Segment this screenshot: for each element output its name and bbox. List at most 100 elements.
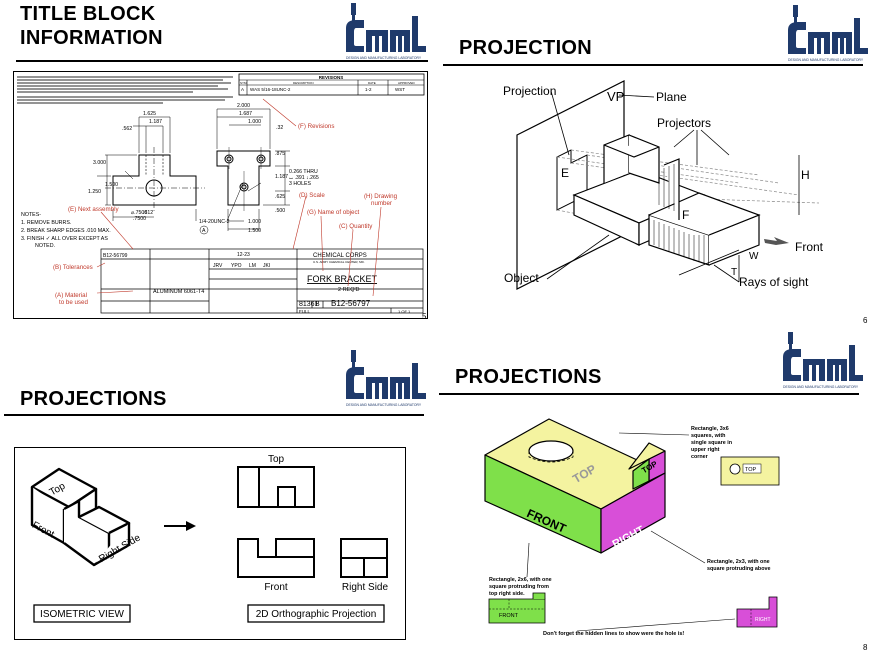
- arrow-right-icon: [186, 521, 196, 531]
- initials: JRV: [213, 263, 223, 269]
- engineering-drawing: REVISIONS SYM DESCRIPTION DATE APPROVED …: [13, 71, 428, 319]
- bore-note: .7500: [133, 216, 146, 222]
- logo-subtitle: DESIGN AND MANUFACTURING LABORATORY: [788, 58, 864, 62]
- dim-label: 1.687: [239, 111, 252, 117]
- slide-title: PROJECTION: [459, 37, 593, 59]
- dim-label: .562: [122, 126, 132, 132]
- dim-label: 1.500: [248, 228, 261, 234]
- small-right-label: RIGHT: [755, 617, 771, 623]
- rev-col-approved: APPROVED: [398, 81, 416, 85]
- title-line-2: INFORMATION: [20, 27, 163, 49]
- note-line: Rectangle, 2x3, with one: [707, 559, 770, 565]
- caption-isometric: ISOMETRIC VIEW: [40, 609, 124, 620]
- dim-label: .32: [276, 125, 283, 131]
- note-line: top right side.: [489, 591, 525, 597]
- slide-title: PROJECTIONS: [20, 388, 167, 410]
- label-vp: VP: [607, 89, 624, 104]
- datum-label: A: [202, 228, 206, 234]
- label-projection: Projection: [503, 84, 556, 98]
- caption-orthographic: 2D Orthographic Projection: [256, 609, 377, 620]
- revisions-table: REVISIONS SYM DESCRIPTION DATE APPROVED …: [238, 73, 425, 96]
- note-line: square protruding above: [707, 566, 771, 572]
- sheet-value: 1 OF 1: [398, 309, 411, 314]
- drawing-number-value: B12-56797: [331, 299, 371, 308]
- note-line: Rectangle, 3x6: [691, 426, 729, 432]
- note-front: Rectangle, 2x6, with one square protrudi…: [489, 577, 552, 597]
- label-e: E: [561, 166, 569, 180]
- hole-note: 3 HOLES: [289, 181, 311, 187]
- note-line: 2. BREAK SHARP EDGES .010 MAX.: [21, 228, 111, 234]
- title-rule: [4, 414, 424, 416]
- label-w: W: [749, 251, 759, 262]
- cmml-logo: DESIGN AND MANUFACTURING LABORATORY: [342, 349, 427, 409]
- date-value: 12-23: [237, 252, 250, 258]
- label-f: F: [682, 208, 689, 222]
- iso-ortho-diagram: Top Front Right Side Top Front Right Sid…: [14, 447, 406, 640]
- rev-col-desc: DESCRIPTION: [293, 81, 314, 85]
- label-h: H: [801, 168, 810, 182]
- note-line: upper right: [691, 447, 720, 453]
- title-line-1: TITLE BLOCK: [20, 3, 156, 25]
- callout-scale: (D) Scale: [299, 192, 325, 199]
- page-number: 6: [863, 316, 868, 325]
- next-assembly-value: B12-56799: [103, 253, 128, 259]
- view-label-front: Front: [264, 582, 288, 593]
- callout-name: (G) Name of object: [307, 209, 360, 216]
- arrow-icon: [764, 237, 789, 245]
- tap-note: 1/4-20UNC-2: [199, 219, 230, 225]
- slide-title: PROJECTIONS: [455, 366, 602, 388]
- note-line: squares, with: [691, 433, 725, 439]
- note-right: Rectangle, 2x3, with one square protrudi…: [707, 559, 771, 572]
- title-rule: [443, 64, 863, 66]
- note-line: NOTES-: [21, 212, 41, 218]
- cmml-logo: DESIGN AND MANUFACTURING LABORATORY: [784, 4, 869, 64]
- page-number: 5: [422, 312, 427, 321]
- label-t: T: [731, 267, 737, 278]
- small-front-label: FRONT: [499, 613, 519, 619]
- callouts: (F) Revisions (E) Next assembly (D) Scal…: [53, 123, 398, 306]
- rev-row-sym: A: [241, 87, 244, 92]
- title-rule: [439, 393, 859, 395]
- callout-revisions: (F) Revisions: [298, 123, 334, 130]
- logo-subtitle: DESIGN AND MANUFACTURING LABORATORY: [346, 403, 422, 407]
- hole-note: ⌴ .391 ↓.265: [289, 175, 319, 181]
- dim-label: .812: [143, 210, 153, 216]
- callout-tolerances: (B) Tolerances: [53, 264, 93, 271]
- notes-block: NOTES- 1. REMOVE BURRS. 2. BREAK SHARP E…: [21, 212, 111, 249]
- colored-isometric-diagram: TOP FRONT RIGHT TOP Rectangle, 3x6 squar…: [484, 418, 780, 637]
- right-view-small: RIGHT: [736, 596, 778, 628]
- title-rule: [16, 60, 428, 62]
- note-line: Rectangle, 2x6, with one: [489, 577, 552, 583]
- quantity-value: 2 REQ'D: [338, 287, 360, 293]
- dim-label: .875: [275, 151, 285, 157]
- label-front: Front: [795, 240, 824, 254]
- size-value: B: [315, 301, 320, 308]
- front-view-small: FRONT: [488, 592, 546, 624]
- projection-diagram: Projection VP Plane Projectors E F H W T…: [503, 80, 824, 290]
- initials: JKI: [263, 263, 270, 269]
- material-value: ALUMINUM 6061-T4: [153, 289, 204, 295]
- hole-note: 0.266 THRU: [289, 169, 318, 175]
- callout-material: (A) Material: [55, 292, 87, 299]
- label-rays-of-sight: Rays of sight: [739, 275, 809, 289]
- label-plane: Plane: [656, 90, 687, 104]
- small-top-label: TOP: [745, 467, 757, 473]
- colored-object: [484, 418, 666, 554]
- dim-label: .500: [275, 208, 285, 214]
- org-name: CHEMICAL CORPS: [313, 253, 367, 259]
- note-line: 3. FINISH ✓ ALL OVER EXCEPT AS: [21, 236, 108, 242]
- rev-row-approved: WST: [395, 87, 405, 92]
- dim-label: 1.625: [143, 111, 156, 117]
- top-view-small: TOP: [720, 456, 780, 486]
- note-line: NOTED.: [35, 243, 55, 249]
- rev-row-desc: WAS 5/16-18UNC-2: [250, 87, 291, 92]
- scale-value: FULL: [299, 309, 311, 314]
- top-view: [237, 466, 315, 508]
- right-side-view: [340, 538, 388, 578]
- revisions-header: REVISIONS: [319, 75, 344, 80]
- callout-material: to be used: [59, 299, 88, 306]
- dim-label: .625: [275, 194, 285, 200]
- initials: LM: [249, 263, 256, 269]
- bore-note: ⌀.7506: [131, 210, 147, 216]
- callout-drawing-number: number: [371, 200, 392, 207]
